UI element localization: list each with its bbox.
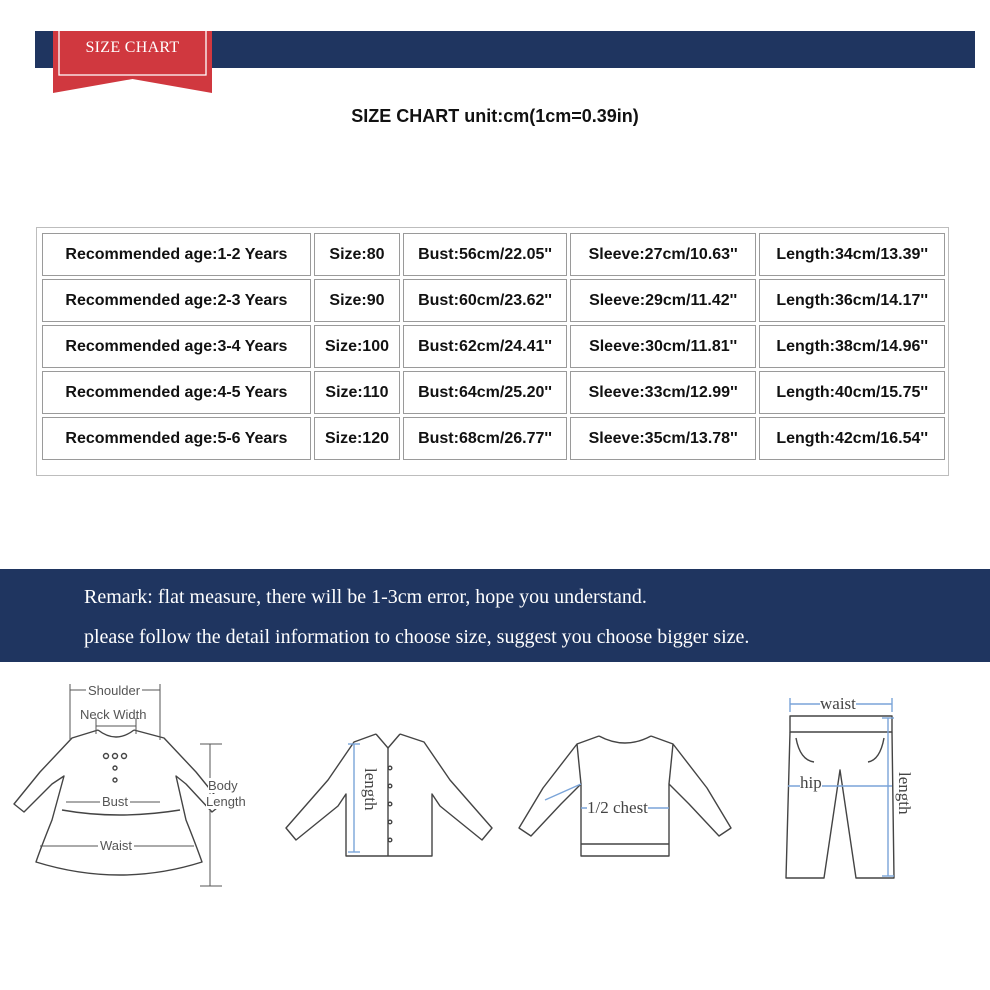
- age-cell: Recommended age:5-6 Years: [42, 417, 311, 460]
- length-cell: Length:34cm/13.39'': [759, 233, 945, 276]
- sleeve-cell: Sleeve:35cm/13.78'': [569, 417, 757, 460]
- length-cell: Length:38cm/14.96'': [759, 325, 945, 368]
- age-cell: Recommended age:3-4 Years: [42, 325, 311, 368]
- pants-hip-label: hip: [800, 773, 822, 793]
- size-cell: Size:90: [313, 279, 401, 322]
- chart-title: SIZE CHART unit:cm(1cm=0.39in): [351, 106, 639, 126]
- remark-line-1: Remark: flat measure, there will be 1-3c…: [84, 586, 647, 608]
- dress-diagram: Shoulder Neck Width Bust Waist Body Leng…: [0, 680, 260, 900]
- bust-cell: Bust:68cm/26.77'': [403, 417, 567, 460]
- age-cell: Recommended age:4-5 Years: [42, 371, 311, 414]
- bust-cell: Bust:62cm/24.41'': [403, 325, 567, 368]
- sleeve-cell: Sleeve:30cm/11.81'': [569, 325, 757, 368]
- pants-waist-label: waist: [820, 694, 856, 714]
- sleeve-cell: Sleeve:27cm/10.63'': [569, 233, 757, 276]
- dress-waist-label: Waist: [98, 838, 135, 853]
- remark-line-2: please follow the detail information to …: [84, 626, 750, 648]
- size-cell: Size:80: [313, 233, 401, 276]
- size-cell: Size:120: [313, 417, 401, 460]
- sleeve-cell: Sleeve:33cm/12.99'': [569, 371, 757, 414]
- pants-length-label: length: [895, 772, 914, 815]
- size-chart-badge: SIZE CHART: [53, 31, 212, 93]
- bust-cell: Bust:60cm/23.62'': [403, 279, 567, 322]
- size-cell: Size:110: [313, 371, 401, 414]
- dress-bust-label: Bust: [100, 794, 131, 809]
- bust-cell: Bust:56cm/22.05'': [403, 233, 567, 276]
- age-cell: Recommended age:2-3 Years: [42, 279, 311, 322]
- shirt-length-label: length: [361, 768, 380, 811]
- size-cell: Size:100: [313, 325, 401, 368]
- length-cell: Length:36cm/14.17'': [759, 279, 945, 322]
- pants-diagram: waist hip length: [770, 690, 940, 890]
- sweater-half-chest-label: 1/2 chest: [587, 798, 648, 818]
- age-cell: Recommended age:1-2 Years: [42, 233, 311, 276]
- length-cell: Length:40cm/15.75'': [759, 371, 945, 414]
- remark-band: [0, 569, 990, 662]
- dress-shoulder-label: Shoulder: [86, 683, 143, 698]
- shirt-diagram: length: [280, 720, 500, 870]
- length-cell: Length:42cm/16.54'': [759, 417, 945, 460]
- sweater-diagram: 1/2 chest: [515, 728, 740, 873]
- badge-label: SIZE CHART: [85, 39, 180, 56]
- dress-length-label: Length: [206, 794, 246, 809]
- sleeve-cell: Sleeve:29cm/11.42'': [569, 279, 757, 322]
- dress-body-label: Body: [208, 778, 238, 793]
- dress-neck-width-label: Neck Width: [80, 707, 147, 722]
- bust-cell: Bust:64cm/25.20'': [403, 371, 567, 414]
